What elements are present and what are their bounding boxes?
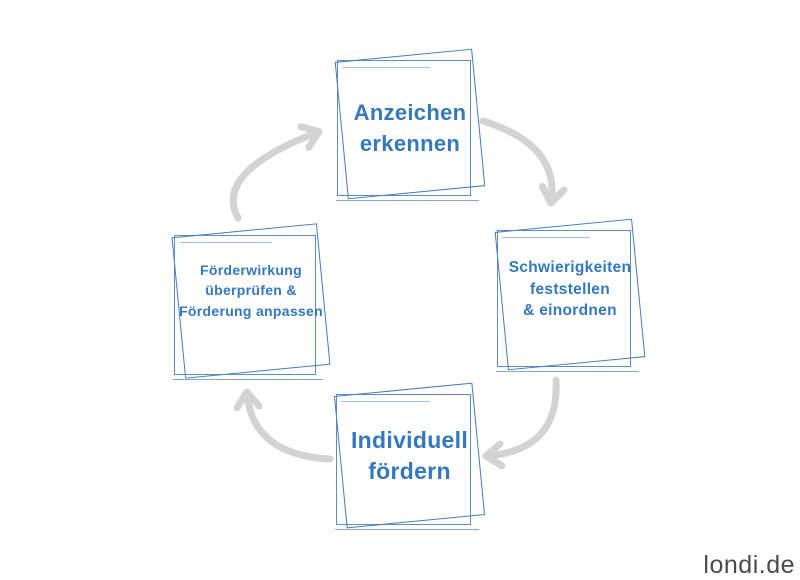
step-label-anzeichen-erkennen: Anzeichen erkennen xyxy=(334,52,486,204)
step-label-line: überprüfen & xyxy=(205,282,297,299)
step-label-schwierigkeiten-feststellen: Schwierigkeiten feststellen & einordnen xyxy=(494,222,646,375)
sketch-accent-line xyxy=(342,67,431,68)
step-label-line: Individuell xyxy=(350,426,469,453)
sketch-accent-line xyxy=(173,379,324,380)
sketch-frame xyxy=(336,394,471,525)
step-label-line: Förderwirkung xyxy=(200,261,302,278)
sketch-accent-line xyxy=(179,242,272,243)
arrow-bottom-to-left-icon xyxy=(233,388,334,463)
sketch-accent-line xyxy=(496,371,639,372)
step-label-line: Anzeichen xyxy=(353,100,467,125)
step-label-line: feststellen xyxy=(530,280,610,298)
arrow-top-to-right-icon xyxy=(479,117,568,207)
step-box-schwierigkeiten-feststellen: Schwierigkeiten feststellen & einordnen xyxy=(494,218,646,375)
step-box-foerderwirkung-ueberpruefen: Förderwirkung überprüfen & Förderung anp… xyxy=(171,223,331,383)
step-box-individuell-foerdern: Individuell fördern xyxy=(333,382,486,533)
sketch-accent-line xyxy=(335,529,479,530)
sketch-accent-line xyxy=(336,200,479,201)
arrow-left-to-top-icon xyxy=(229,123,323,222)
step-label-individuell-foerdern: Individuell fördern xyxy=(333,386,486,533)
step-label-line: fördern xyxy=(368,457,451,484)
sketch-accent-line xyxy=(502,237,591,238)
sketch-frame xyxy=(174,235,316,375)
watermark-londi: londi.de xyxy=(703,551,795,579)
sketch-frame xyxy=(497,230,631,367)
step-label-foerderwirkung-ueberpruefen: Förderwirkung überprüfen & Förderung anp… xyxy=(171,227,331,383)
step-box-anzeichen-erkennen: Anzeichen erkennen xyxy=(334,48,486,204)
step-label-line: erkennen xyxy=(359,131,461,156)
step-label-line: Schwierigkeiten xyxy=(508,259,632,277)
step-label-line: Förderung anpassen xyxy=(179,302,323,319)
arrow-right-to-bottom-icon xyxy=(482,376,560,470)
sketch-frame xyxy=(337,60,471,196)
sketch-accent-line xyxy=(341,401,430,402)
step-label-line: & einordnen xyxy=(523,302,617,320)
